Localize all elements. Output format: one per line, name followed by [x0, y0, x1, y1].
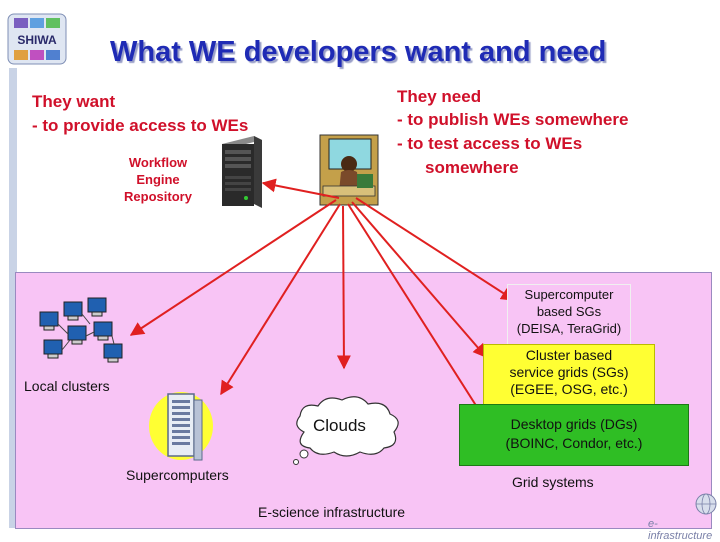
supercomputer-sgs-line-1: Supercomputer	[524, 287, 614, 302]
repository-line-3: Repository	[124, 189, 192, 204]
arrow-local-clusters	[129, 199, 337, 336]
arrow-desktop-grids	[347, 203, 497, 439]
want-heading: They want	[32, 92, 116, 111]
need-line-3: somewhere	[425, 158, 519, 177]
slide-title: What WE developers want and need	[110, 36, 607, 68]
repository-line-2: Engine	[136, 172, 180, 187]
cluster-sgs-line-1: Cluster based	[525, 347, 613, 363]
server-icon	[222, 136, 262, 208]
supercomputer-sgs-line-3: (DEISA, TeraGrid)	[516, 321, 622, 336]
arrow-repository	[261, 178, 340, 199]
developer-icon	[319, 134, 379, 206]
grid-systems-label: Grid systems	[512, 474, 594, 490]
arrow-cluster-grids	[351, 201, 487, 359]
supercomputer-icon	[149, 392, 213, 461]
supercomputer-sgs-line-2: based SGs	[536, 304, 602, 319]
cloud-icon	[293, 396, 399, 465]
globe-icon	[695, 493, 717, 515]
supercomputers-label: Supercomputers	[126, 467, 229, 483]
local-clusters-label: Local clusters	[24, 378, 110, 394]
arrow-supercomputer-grids	[355, 197, 516, 301]
logo-text: SHIWA	[17, 33, 57, 47]
computer-cluster-icon	[39, 297, 123, 363]
cluster-sgs-box: Cluster based service grids (SGs) (EGEE,…	[483, 344, 655, 408]
need-line-2: - to test access to WEs	[397, 134, 583, 153]
footer-brand: e-infrastructure	[648, 518, 713, 542]
clouds-label: Clouds	[313, 416, 366, 435]
arrow-supercomputers	[220, 203, 341, 396]
slide-left-bar	[9, 68, 17, 528]
repository-label: Workflow Engine Repository	[108, 154, 208, 205]
need-line-1: - to publish WEs somewhere	[397, 110, 629, 129]
need-heading: They need	[397, 87, 482, 106]
cluster-sgs-line-3: (EGEE, OSG, etc.)	[510, 381, 628, 397]
arrow-clouds	[336, 205, 351, 370]
repository-line-1: Workflow	[128, 155, 188, 170]
desktop-grids-line-1: Desktop grids (DGs)	[510, 416, 638, 432]
cluster-sgs-line-2: service grids (SGs)	[509, 364, 629, 380]
shiwa-logo: SHIWA	[7, 13, 67, 65]
supercomputer-sgs-box: Supercomputer based SGs (DEISA, TeraGrid…	[507, 284, 631, 345]
desktop-grids-line-2: (BOINC, Condor, etc.)	[505, 435, 643, 451]
escience-infrastructure-label: E-science infrastructure	[258, 504, 406, 520]
want-line-1: - to provide access to WEs	[32, 116, 249, 135]
desktop-grids-box: Desktop grids (DGs) (BOINC, Condor, etc.…	[459, 404, 689, 466]
